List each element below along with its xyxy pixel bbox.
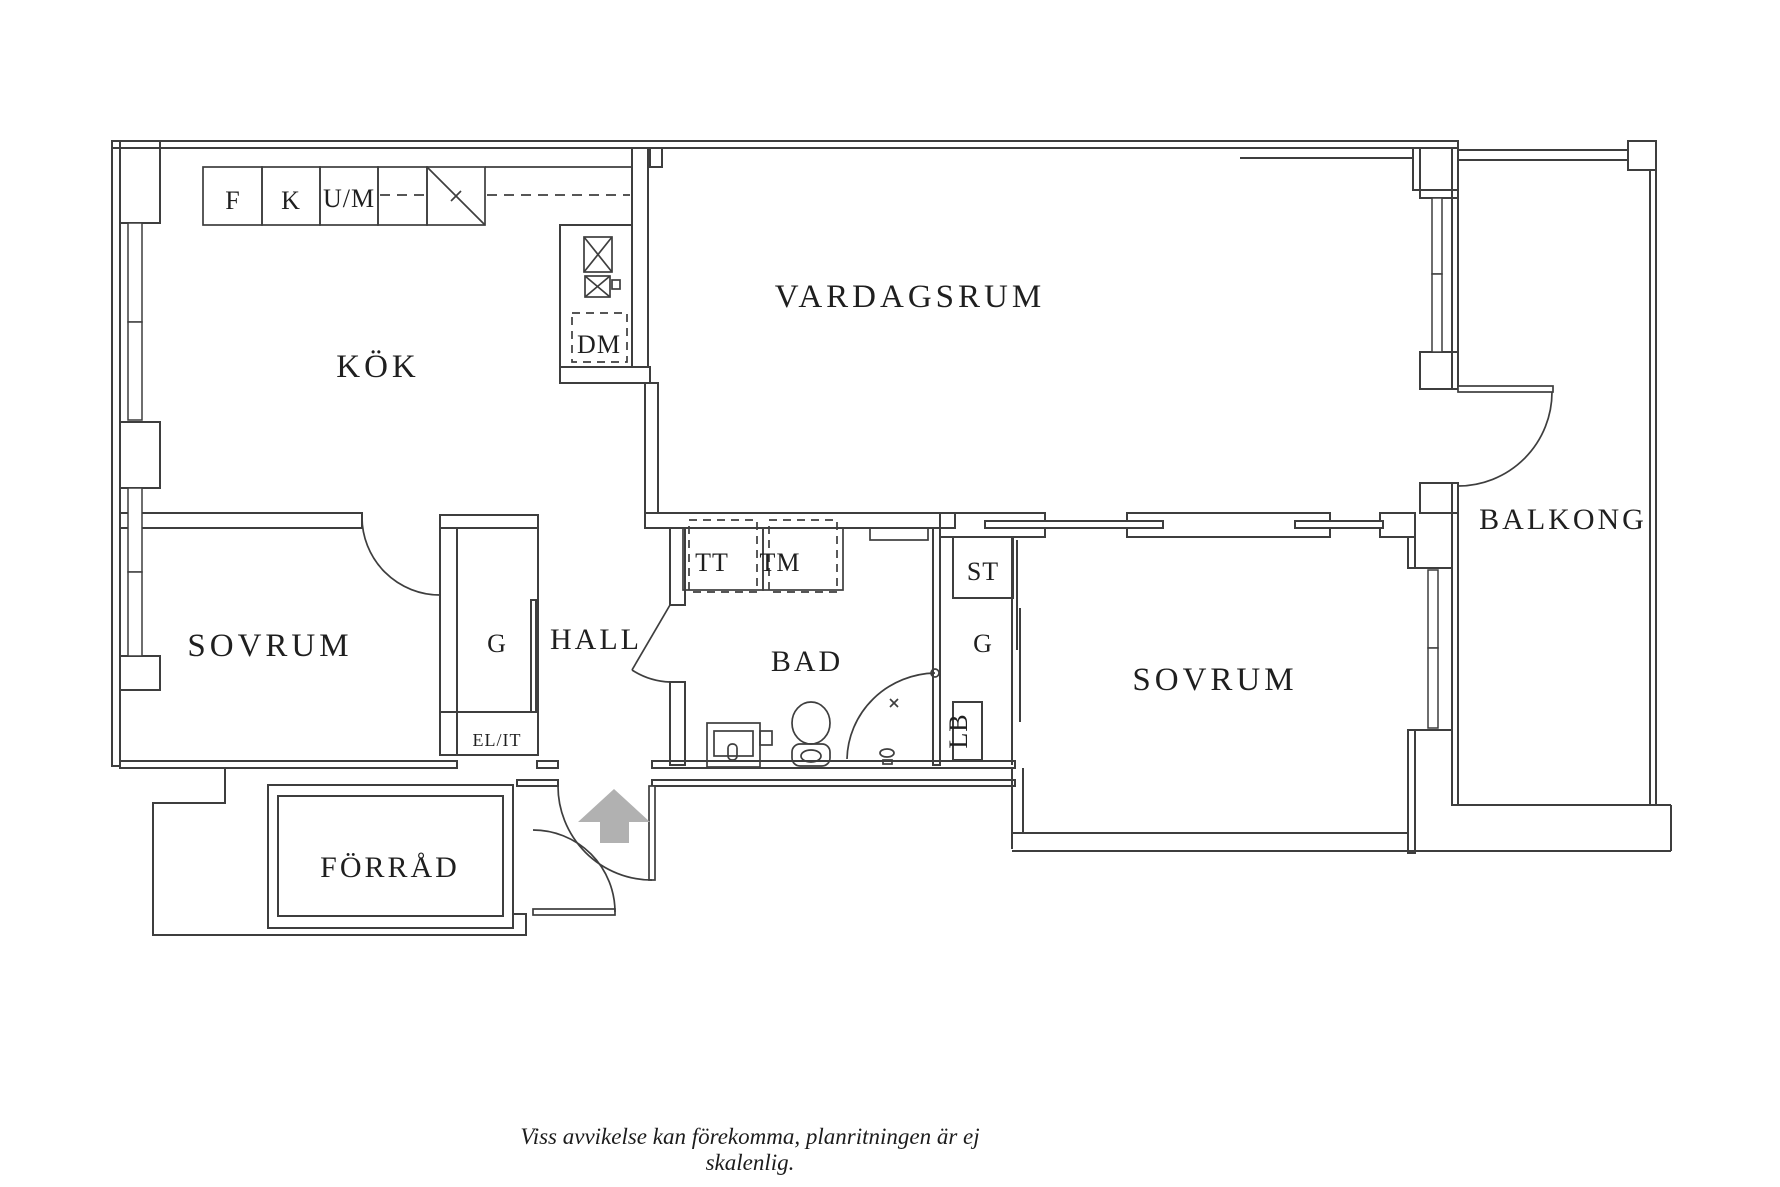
room-label-bathroom: BAD [771, 645, 843, 678]
room-label-storage: FÖRRÅD [320, 851, 460, 884]
wall-left-block-mid [119, 421, 161, 489]
room-label-hall: HALL [550, 623, 642, 656]
room-label-balcony: BALKONG [1479, 503, 1647, 536]
wall-balcony-bay-c [1419, 482, 1459, 514]
closet-left-sliding-door [530, 599, 537, 713]
closet-lb-box [952, 701, 983, 761]
window-kitchen-sash-a [127, 222, 143, 323]
door-leaf-entrance [648, 785, 656, 881]
closet-st-box [952, 536, 1014, 599]
wall-left-block-top [119, 140, 161, 224]
dishwasher-box [571, 312, 628, 363]
window-bedroom-right-sash-a [1427, 569, 1439, 649]
wall-outline-bottom-left [152, 768, 527, 936]
entrance-arrow-icon [578, 789, 650, 843]
disclaimer-text: Viss avvikelse kan förekomma, planritnin… [520, 1124, 980, 1175]
wall-bath-west-upper [669, 527, 686, 606]
wall-bedroom-right-east-a [1407, 536, 1416, 569]
wall-kitchen-east [631, 147, 649, 384]
bath-shelf [869, 527, 929, 541]
windows [127, 197, 1443, 729]
cabinet-blank [377, 166, 428, 226]
window-kitchen-sash-b [127, 321, 143, 421]
washer-box-dashed [768, 519, 838, 593]
sliding-door-panel-b [1294, 520, 1384, 529]
room-label-bedroom-right: SOVRUM [1132, 662, 1297, 698]
toilet-icon [791, 701, 831, 767]
door-arc-bedroom-left [361, 516, 441, 596]
closet-label-st: ST [967, 557, 999, 586]
door-leaf-storage [532, 908, 616, 916]
kitchen-counter-foot [559, 366, 651, 384]
wall-balcony-left-b [1451, 482, 1459, 806]
window-livingroom-sash-a [1431, 197, 1443, 275]
closet-label-lb: LB [944, 713, 973, 748]
door-arc-balcony [1457, 391, 1553, 487]
wall-bedroom-right-east-b [1407, 729, 1416, 854]
balcony-rail-post [1627, 140, 1657, 171]
wall-bottom-hall-left [536, 760, 559, 769]
washer-box [762, 527, 844, 591]
door-leaf-balcony [1457, 385, 1554, 393]
room-label-living-room: VARDAGSRUM [775, 279, 1045, 315]
window-bedroom-left-sash-a [127, 487, 143, 573]
wall-bedroom-left-bottom [119, 760, 458, 769]
cabinet-corner [426, 166, 486, 226]
wall-bath-west-lower [669, 681, 686, 766]
dryer-box-dashed [688, 519, 758, 593]
wall-bath-east [932, 527, 941, 766]
appliance-label-f: F [225, 186, 240, 215]
doors [361, 385, 1554, 916]
wall-left-block-low [119, 655, 161, 691]
door-leaf-bathroom [631, 604, 671, 671]
appliance-label-tt: TT [695, 548, 729, 577]
door-arc-bathroom [631, 669, 671, 683]
wall-bottom-bath-outer [651, 779, 1016, 787]
walls [111, 140, 1672, 936]
wall-kitchen-east-cap [649, 147, 663, 168]
closet-label-g-left: G [487, 629, 507, 658]
closet-label-g-right: G [973, 629, 993, 658]
kitchen-fixtures [202, 166, 632, 363]
window-livingroom-sash-b [1431, 273, 1443, 353]
wall-bedroom-right-top-b [1379, 512, 1416, 538]
wall-top [111, 140, 1459, 149]
wall-bedroom-left-top [119, 512, 363, 529]
wall-left-outer [111, 140, 121, 767]
bathroom-fixtures [682, 519, 940, 768]
window-bedroom-right-sash-b [1427, 647, 1439, 729]
kitchen-sink-icon [583, 236, 621, 298]
storage-outer [267, 784, 514, 929]
sliding-door-panel-a [984, 520, 1164, 529]
closet-label-el-it: EL/IT [473, 730, 522, 750]
wall-hall-divider [644, 382, 659, 514]
wall-bottom-left-outer-bit [516, 779, 559, 787]
room-label-kitchen: KÖK [336, 349, 420, 385]
cabinet-corner-tick [450, 190, 462, 202]
wall-bottom-bath-inner [651, 760, 1016, 769]
door-arc-entrance [557, 785, 653, 881]
appliance-label-tm: TM [760, 548, 801, 577]
room-label-bedroom-left: SOVRUM [187, 628, 352, 664]
door-arc-storage [532, 829, 616, 913]
appliance-label-dm: DM [577, 330, 621, 359]
balcony-rail-top [1457, 149, 1629, 161]
appliance-label-um: U/M [323, 184, 375, 213]
shower-icon [846, 668, 940, 765]
labels: KÖK VARDAGSRUM SOVRUM SOVRUM HALL BAD BA… [187, 184, 1647, 884]
window-bedroom-left-sash-b [127, 571, 143, 657]
appliance-label-k: K [281, 186, 301, 215]
balcony-rail-right [1649, 169, 1657, 806]
bathroom-sink-icon [706, 722, 773, 768]
storage-inner [277, 795, 504, 917]
